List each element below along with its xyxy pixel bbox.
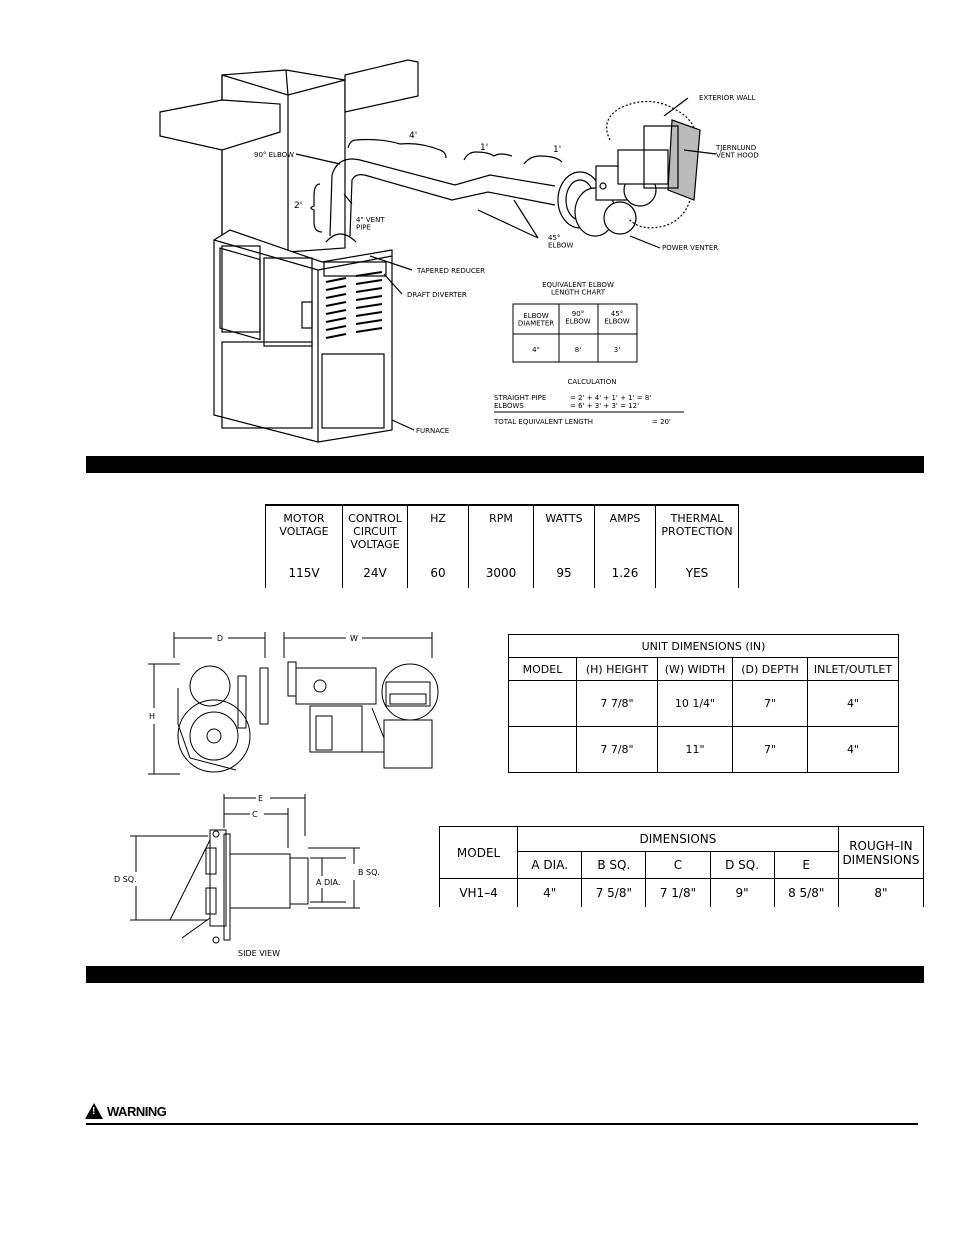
motor-v-thermal: YES <box>655 558 739 588</box>
calc-total-expr: = 20' <box>652 418 671 426</box>
hood-sh-d: D SQ. <box>709 851 775 879</box>
elbow-chart-h2: 90°ELBOW <box>565 310 591 326</box>
unit-r2-inlet: 4" <box>807 726 899 773</box>
hood-h-rough: ROUGH–IN DIMENSIONS <box>842 838 920 867</box>
unit-h-width: (W) WIDTH <box>657 657 733 681</box>
hood-dim-c: C <box>252 810 258 819</box>
motor-v-voltage: 115V <box>265 558 343 588</box>
hood-v-d: 9" <box>709 878 775 907</box>
unit-r1-model <box>508 680 577 727</box>
warning-heading: ! WARNING <box>85 1103 167 1119</box>
motor-v-amps: 1.26 <box>594 558 656 588</box>
table-row: 7 7/8" 11" 7" 4" <box>508 726 899 773</box>
hood-dim-a-dia: A DIA. <box>316 878 340 887</box>
calc-title: CALCULATION <box>568 378 617 386</box>
hood-dim-b-sq: B SQ. <box>358 868 380 877</box>
unit-dimensions-table: UNIT DIMENSIONS (IN) MODEL (H) HEIGHT (W… <box>508 634 899 773</box>
label-tapered-reducer: TAPERED REDUCER <box>416 267 485 275</box>
unit-r1-inlet: 4" <box>807 680 899 727</box>
motor-v-rpm: 3000 <box>468 558 534 588</box>
calc-elbows-label: ELBOWS <box>494 402 524 410</box>
vent-hood-dimensions-table: MODEL DIMENSIONS ROUGH–IN DIMENSIONS A D… <box>438 826 925 907</box>
unit-h-height: (H) HEIGHT <box>576 657 658 681</box>
hood-dim-e: E <box>258 794 263 803</box>
calc-straight-label: STRAIGHT PIPE <box>494 394 546 402</box>
warning-icon: ! <box>85 1103 103 1119</box>
hood-sh-c: C <box>645 851 711 879</box>
hood-h-dimensions: DIMENSIONS <box>517 826 839 852</box>
elbow-chart-v3: 3' <box>614 346 620 354</box>
label-2ft: 2' <box>294 201 302 211</box>
unit-h-depth: (D) DEPTH <box>732 657 808 681</box>
calculation-block: CALCULATION STRAIGHT PIPE = 2' + 4' + 1'… <box>493 378 684 426</box>
label-furnace: FURNACE <box>416 427 449 435</box>
hood-v-a: 4" <box>517 878 583 907</box>
hood-side-view-caption: SIDE VIEW <box>238 949 280 958</box>
motor-h-amps: AMPS <box>609 512 641 525</box>
elbow-chart-v1: 4" <box>532 346 540 354</box>
elbow-chart-v2: 8' <box>575 346 581 354</box>
motor-h-watts: WATTS <box>545 512 583 525</box>
unit-r2-model <box>508 726 577 773</box>
motor-v-control: 24V <box>342 558 408 588</box>
label-90-elbow: 90° ELBOW <box>254 151 294 159</box>
label-4ft: 4' <box>409 131 417 141</box>
motor-h-rpm: RPM <box>489 512 513 525</box>
hood-v-rough: 8" <box>837 878 925 907</box>
motor-spec-table: MOTOR VOLTAGE CONTROL CIRCUIT VOLTAGE HZ… <box>265 504 739 588</box>
hood-v-model: VH1–4 <box>438 878 519 907</box>
unit-r2-depth: 7" <box>732 726 808 773</box>
table-row: VH1–4 4" 7 5/8" 7 1/8" 9" 8 5/8" 8" <box>438 878 925 907</box>
unit-h-inlet: INLET/OUTLET <box>807 657 899 681</box>
power-venter-drawing: D W H <box>148 632 439 775</box>
unit-r1-width: 10 1/4" <box>657 680 733 727</box>
unit-r2-width: 11" <box>657 726 733 773</box>
unit-r1-depth: 7" <box>732 680 808 727</box>
calc-total-label: TOTAL EQUIVALENT LENGTH <box>493 418 593 426</box>
unit-dim-w: W <box>350 634 358 643</box>
calc-straight-expr: = 2' + 4' + 1' + 1' = 8' <box>570 394 651 402</box>
label-45-elbow: 45°ELBOW <box>548 234 574 250</box>
label-exterior-wall: EXTERIOR WALL <box>699 94 756 102</box>
table-row: 7 7/8" 10 1/4" 7" 4" <box>508 680 899 727</box>
motor-h-voltage: MOTOR VOLTAGE <box>279 512 329 538</box>
elbow-chart-h3: 45°ELBOW <box>604 310 630 326</box>
calc-elbows-expr: = 6' + 3' + 3' = 12' <box>570 402 639 410</box>
motor-v-hz: 60 <box>407 558 469 588</box>
label-power-venter: POWER VENTER <box>662 244 718 252</box>
motor-v-watts: 95 <box>533 558 595 588</box>
unit-r2-height: 7 7/8" <box>576 726 658 773</box>
hood-sh-e: E <box>773 851 839 879</box>
hood-dim-d-sq: D SQ. <box>114 875 137 884</box>
hood-v-e: 8 5/8" <box>773 878 839 907</box>
unit-r1-height: 7 7/8" <box>576 680 658 727</box>
warning-rule <box>86 1123 918 1125</box>
unit-dim-h: H <box>149 712 155 721</box>
hood-v-c: 7 1/8" <box>645 878 711 907</box>
label-draft-diverter: DRAFT DIVERTER <box>407 291 467 299</box>
section-divider-1 <box>86 456 924 473</box>
hood-sh-b: B SQ. <box>581 851 647 879</box>
unit-dim-d: D <box>217 634 223 643</box>
vent-hood-side-view: E C D SQ. A DIA. B SQ. SIDE VIEW <box>114 794 380 958</box>
label-1ft-a: 1' <box>480 143 488 153</box>
hood-sh-a: A DIA. <box>517 851 583 879</box>
unit-table-caption: UNIT DIMENSIONS (IN) <box>508 634 899 658</box>
motor-h-hz: HZ <box>430 512 446 525</box>
hood-v-b: 7 5/8" <box>581 878 647 907</box>
motor-h-thermal: THERMAL PROTECTION <box>661 512 733 538</box>
hood-h-model: MODEL <box>438 826 519 879</box>
warning-label: WARNING <box>107 1103 167 1119</box>
unit-h-model: MODEL <box>508 657 577 681</box>
section-divider-2 <box>86 966 924 983</box>
label-1ft-b: 1' <box>553 145 561 155</box>
motor-h-control: CONTROL CIRCUIT VOLTAGE <box>348 512 402 551</box>
